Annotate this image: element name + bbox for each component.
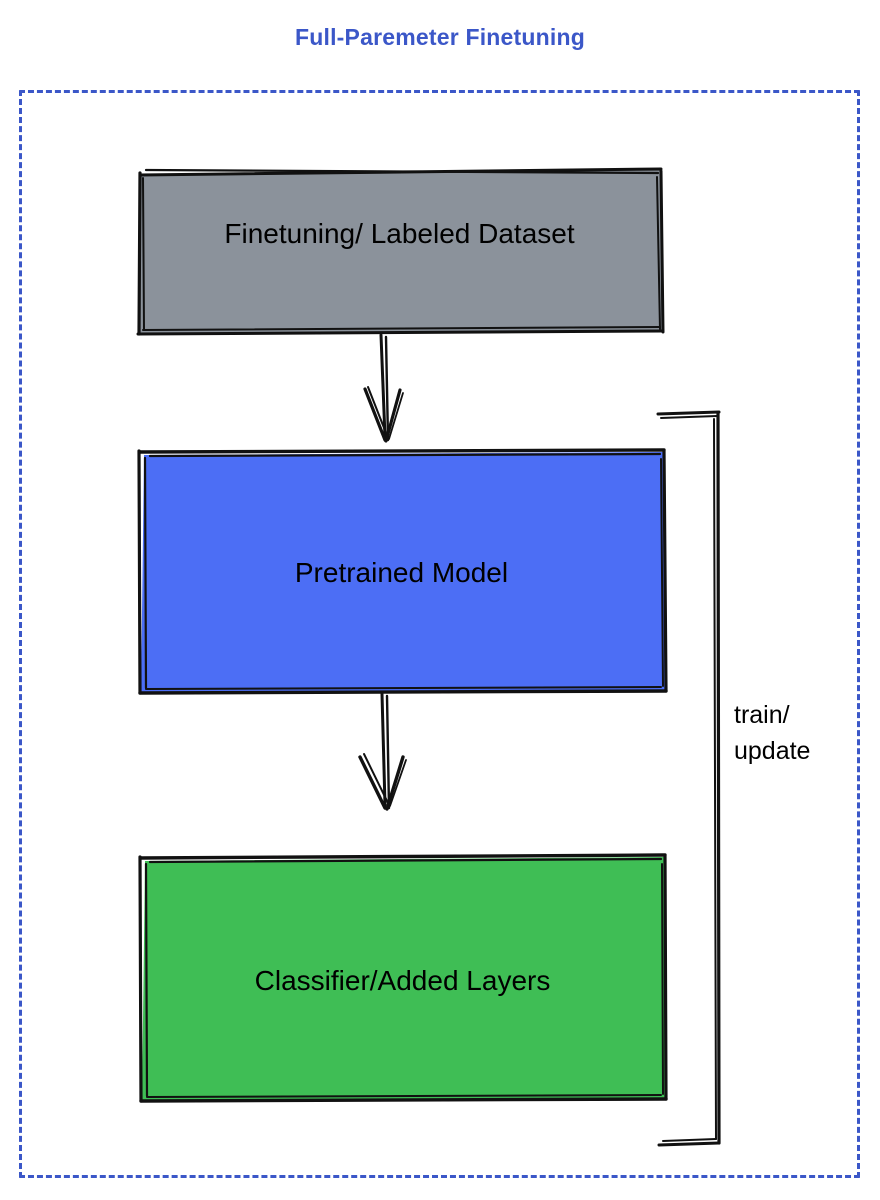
page-title: Full-Paremeter Finetuning [295,24,585,50]
edge-label-train-update: train/ update [734,697,854,769]
edge-label-line-1: train/ [734,701,790,729]
dashed-container-border [19,90,860,1178]
edge-label-line-2: update [734,737,811,765]
node-dataset-label: Finetuning/ Labeled Dataset [224,218,575,249]
node-pretrained-label: Pretrained Model [294,557,509,588]
node-classifier-label: Classifier/Added Layers [254,965,551,996]
